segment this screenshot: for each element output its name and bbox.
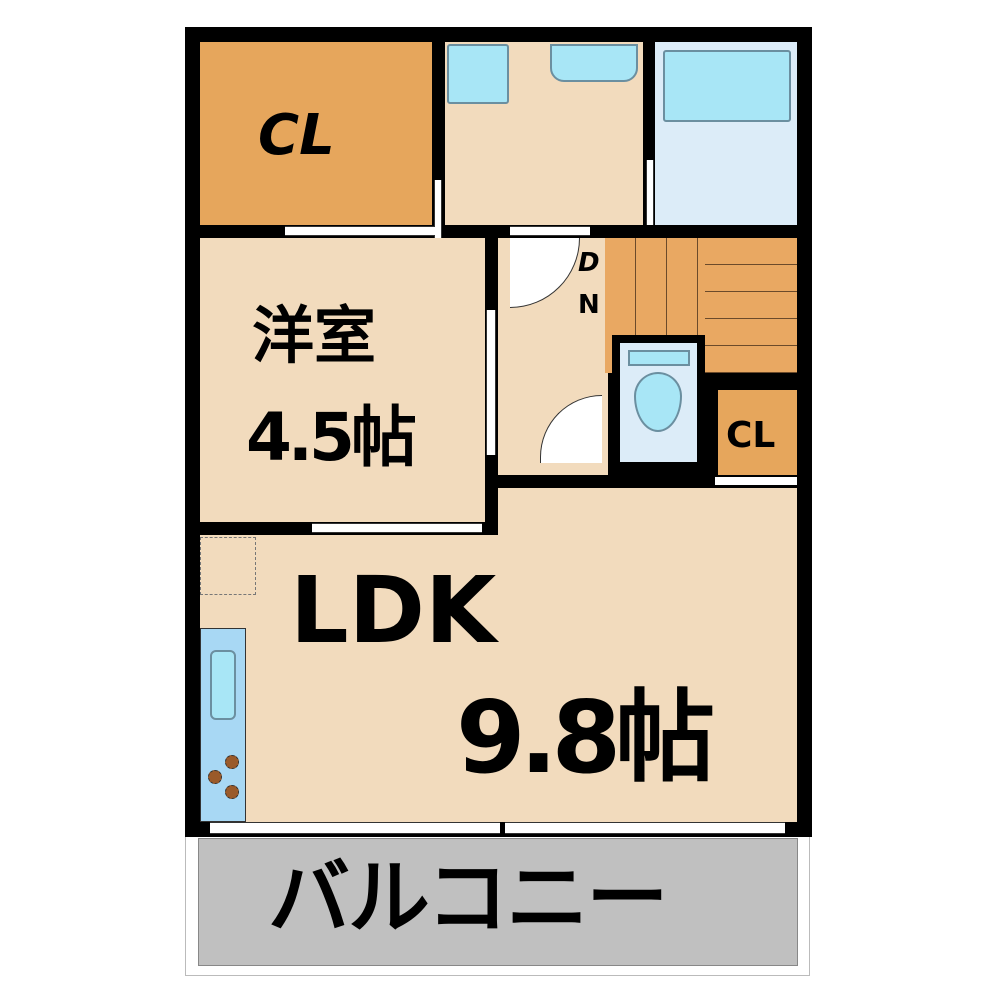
toilet-tank	[628, 350, 690, 366]
stove-burner-icon	[225, 755, 239, 769]
western-room-size: 4.5帖	[246, 399, 417, 476]
western-room-label: 洋室	[252, 299, 377, 372]
closet-small-vent	[715, 477, 797, 485]
closet-small	[718, 390, 797, 475]
bathroom-door[interactable]	[646, 160, 654, 225]
balcony-window[interactable]	[210, 822, 500, 834]
balcony-window[interactable]	[505, 822, 785, 834]
kitchen-sink	[210, 650, 236, 720]
closet-main-label: CL	[258, 103, 335, 168]
closet-small-label: CL	[726, 415, 776, 456]
western-room	[200, 238, 485, 522]
balcony-label: バルコニー	[268, 851, 668, 946]
closet-sliding-door[interactable]	[285, 226, 435, 236]
closet-main	[200, 42, 432, 225]
stove-burner-icon	[225, 785, 239, 799]
ldk-label: LDK	[290, 557, 497, 664]
stairs-direction-d: D	[578, 248, 600, 278]
closet-door[interactable]	[434, 180, 442, 240]
ldk-upper	[498, 488, 797, 538]
refrigerator-space	[200, 537, 256, 595]
stairs-turn	[705, 238, 797, 373]
stairs-direction-n: N	[578, 290, 600, 320]
stove-burner-icon	[208, 770, 222, 784]
western-room-sliding-door[interactable]	[312, 523, 482, 533]
ldk	[200, 535, 797, 822]
washbasin	[550, 44, 638, 82]
hallway-door[interactable]	[510, 226, 590, 236]
toilet-bowl	[634, 372, 682, 432]
bathtub	[663, 50, 791, 122]
ldk-size: 9.8帖	[456, 679, 715, 796]
washing-machine-space	[447, 44, 509, 104]
western-room-door[interactable]	[486, 310, 496, 455]
balcony-floor	[198, 838, 798, 966]
